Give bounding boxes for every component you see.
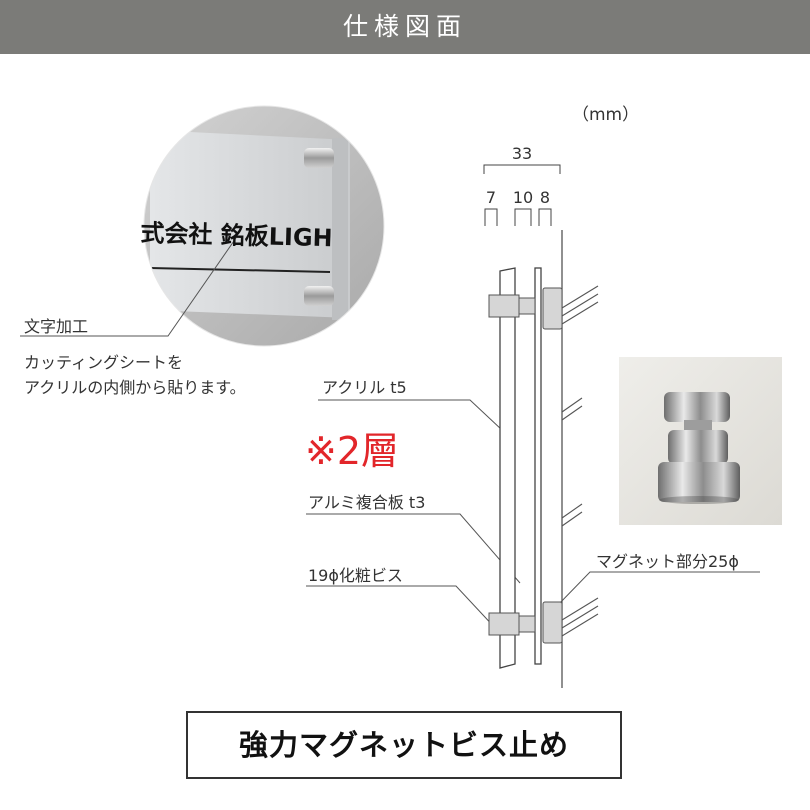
dimension-part-c: 8: [539, 188, 551, 207]
magnet-photo: [619, 357, 782, 525]
magnet-bottom: [542, 601, 563, 644]
unit-label: （mm）: [572, 105, 640, 125]
process-label: 文字加工: [24, 317, 89, 336]
screw-cap-bottom: [304, 286, 334, 306]
screw-head-top: [488, 294, 520, 318]
wall-hatch: [561, 285, 599, 637]
acrylic-sign-closeup: [143, 105, 385, 347]
footer-title: 強力マグネットビス止め: [238, 728, 569, 762]
aluminum-label: アルミ複合板 t3: [308, 493, 426, 512]
screw-cap-top: [304, 148, 334, 168]
acrylic-front: [499, 267, 516, 669]
magnet-top: [542, 287, 563, 330]
footer-box: 強力マグネットビス止め: [186, 711, 622, 779]
two-layer-note: ※2層: [305, 429, 400, 473]
sign-sample-text: 式会社 銘板LIGHT: [140, 218, 331, 253]
process-description-line2: アクリルの内側から貼ります。: [24, 378, 246, 397]
screw-label: 19ϕ化粧ビス: [308, 566, 403, 585]
header-bar: [0, 0, 810, 54]
cross-section: [488, 230, 599, 688]
dimension-brackets: [483, 164, 561, 226]
process-description-line1: カッティングシートを: [24, 353, 184, 372]
dimension-part-a: 7: [485, 188, 497, 207]
dimension-total: 33: [511, 144, 533, 163]
screw-head-bottom: [488, 612, 520, 636]
magnet-label: マグネット部分25ϕ: [596, 552, 739, 571]
page-title: 仕様図面: [342, 12, 467, 41]
dimension-part-b: 10: [512, 188, 534, 207]
aluminum-plate: [534, 267, 542, 665]
acrylic-label: アクリル t5: [322, 378, 407, 397]
